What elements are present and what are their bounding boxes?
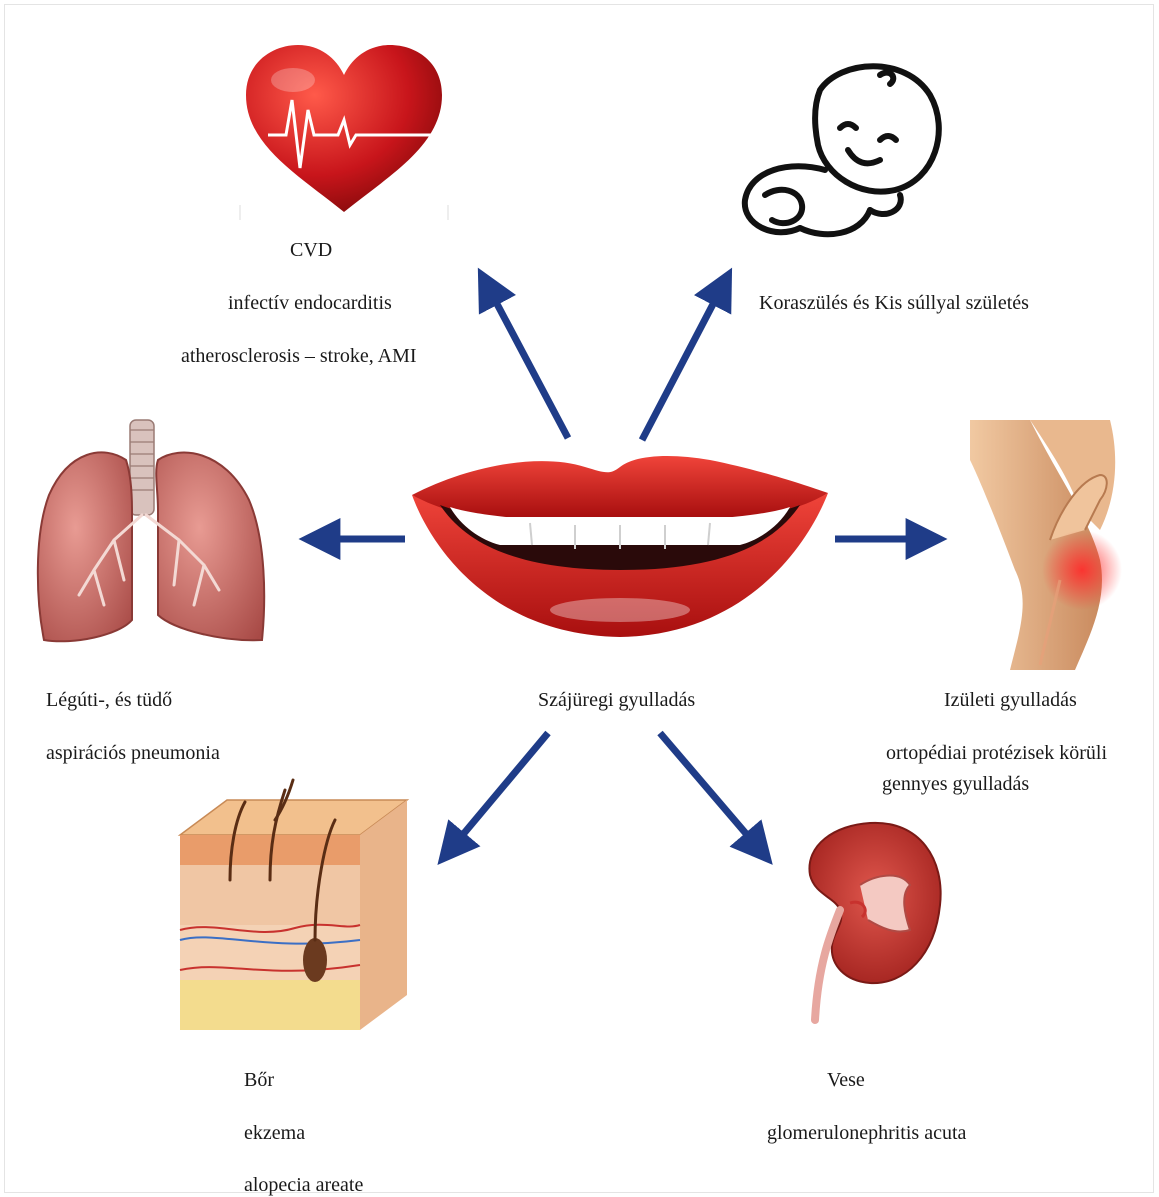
skin-icon [175,780,415,1040]
skin-item-2: alopecia areate [244,1173,363,1197]
center-label: Szájüregi gyulladás [538,688,695,712]
kidney-icon [790,815,950,1025]
lungs-item-1: aspirációs pneumonia [46,741,220,765]
heart-item-2: atherosclerosis – stroke, AMI [181,344,417,368]
heart-title: CVD [290,238,332,262]
arrow-to-baby [642,285,723,440]
arrow-to-kidney [660,733,760,850]
baby-icon [730,50,950,250]
knee-icon [970,420,1140,670]
skin-item-1: ekzema [244,1121,305,1145]
heart-icon [238,40,450,222]
arrow-to-skin [450,733,548,850]
knee-item-2: gennyes gyulladás [882,772,1029,796]
kidney-title: Vese [827,1068,865,1092]
skin-title: Bőr [244,1068,274,1092]
arrow-to-heart [487,285,568,438]
lungs-icon [34,420,274,650]
baby-title: Koraszülés és Kis súllyal születés [759,291,1029,315]
heart-item-1: infectív endocarditis [228,291,392,315]
kidney-item-1: glomerulonephritis acuta [767,1121,966,1145]
knee-title: Izületi gyulladás [944,688,1077,712]
lips-icon [410,445,830,645]
knee-item-1: ortopédiai protézisek körüli [886,741,1107,765]
lungs-title: Légúti-, és tüdő [46,688,172,712]
